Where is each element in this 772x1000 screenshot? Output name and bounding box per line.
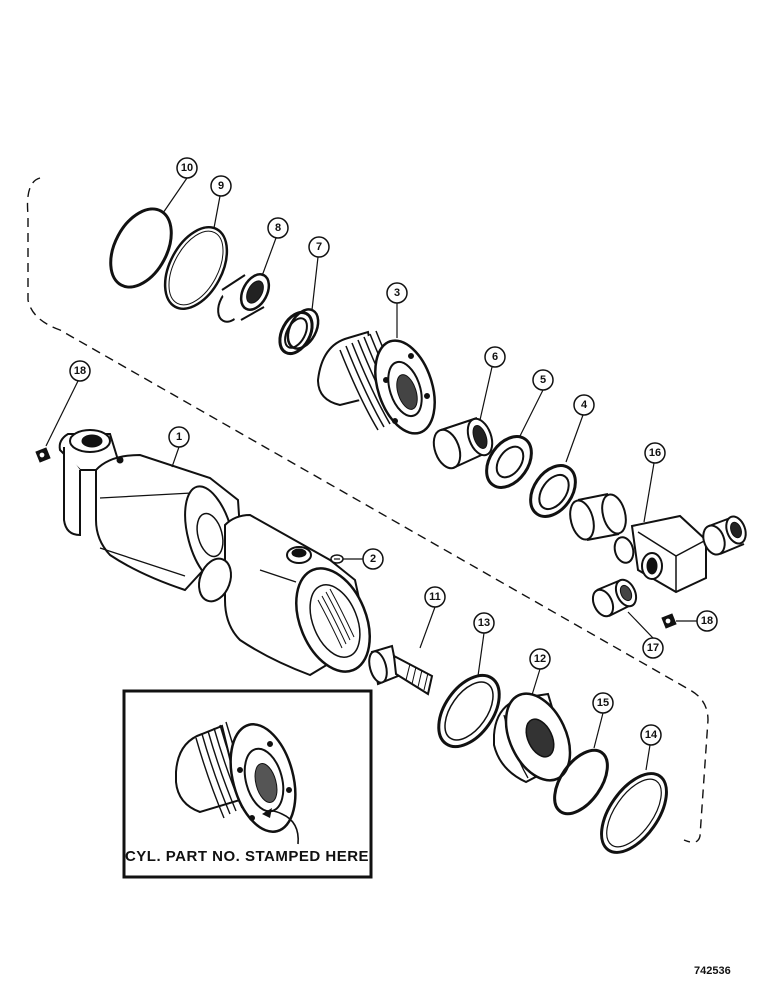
callout-7: 7: [308, 236, 330, 258]
callout-12: 12: [529, 648, 551, 670]
callouts: 10 9 8 7 3 6 5 4 16 1 2 18 18 17 11 13 1…: [69, 157, 718, 746]
inset-detail: CYL. PART NO. STAMPED HERE: [122, 689, 373, 879]
part-1-cylinder-body: [198, 513, 371, 677]
svg-text:12: 12: [534, 653, 546, 665]
part-10-ring: [109, 207, 173, 289]
part-8-bushing: [217, 273, 271, 326]
part-16-fitting: [569, 493, 747, 594]
part-13-wear-ring: [437, 673, 501, 749]
svg-text:8: 8: [275, 222, 281, 234]
part-18-grease-fitting-right: [661, 613, 677, 629]
svg-text:9: 9: [218, 180, 224, 192]
part-1-cylinder-tube: [58, 429, 242, 592]
callout-3: 3: [386, 282, 408, 304]
callout-6: 6: [484, 346, 506, 368]
callout-10: 10: [176, 157, 198, 179]
svg-text:13: 13: [478, 617, 490, 629]
svg-text:5: 5: [540, 374, 546, 386]
svg-text:3: 3: [394, 287, 400, 299]
part-18-grease-fitting-left: [35, 447, 51, 463]
callout-4: 4: [573, 394, 595, 416]
svg-text:7: 7: [316, 241, 322, 253]
callout-18-left: 18: [69, 360, 91, 382]
svg-text:17: 17: [647, 642, 659, 654]
part-14-backup-ring: [600, 772, 668, 854]
inset-caption: CYL. PART NO. STAMPED HERE: [125, 848, 369, 865]
callout-1: 1: [168, 426, 190, 448]
part-9-ring: [163, 226, 229, 310]
callout-2: 2: [362, 548, 384, 570]
callout-16: 16: [644, 442, 666, 464]
part-12-piston: [493, 692, 572, 784]
part-2-plug: [330, 554, 344, 564]
svg-text:15: 15: [597, 697, 609, 709]
svg-text:6: 6: [492, 351, 498, 363]
svg-text:18: 18: [701, 615, 713, 627]
svg-text:14: 14: [645, 729, 658, 741]
part-11-bolt: [368, 644, 434, 696]
leader-lines: [45, 177, 697, 771]
figure-number: 742536: [694, 965, 731, 977]
part-3-gland: [316, 322, 436, 435]
callout-18-right: 18: [696, 610, 718, 632]
part-17-bushing: [591, 578, 638, 620]
callout-14: 14: [640, 724, 662, 746]
kit-dashed-outline: [26, 177, 709, 843]
svg-text:11: 11: [429, 591, 441, 603]
part-5-wiper: [485, 435, 533, 489]
part-6-bushing: [432, 417, 494, 470]
svg-text:10: 10: [181, 162, 193, 174]
svg-text:2: 2: [370, 553, 376, 565]
callout-15: 15: [592, 692, 614, 714]
svg-text:16: 16: [649, 447, 661, 459]
callout-8: 8: [267, 217, 289, 239]
callout-17: 17: [642, 637, 664, 659]
svg-text:4: 4: [581, 399, 588, 411]
svg-text:18: 18: [74, 365, 86, 377]
part-4-seal: [529, 464, 577, 518]
inset-gland-illustration: [175, 721, 297, 833]
callout-9: 9: [210, 175, 232, 197]
part-15-o-ring: [553, 748, 609, 816]
part-7-seal: [278, 308, 320, 356]
svg-text:1: 1: [176, 431, 182, 443]
callout-5: 5: [532, 369, 554, 391]
callout-11: 11: [424, 586, 446, 608]
callout-13: 13: [473, 612, 495, 634]
